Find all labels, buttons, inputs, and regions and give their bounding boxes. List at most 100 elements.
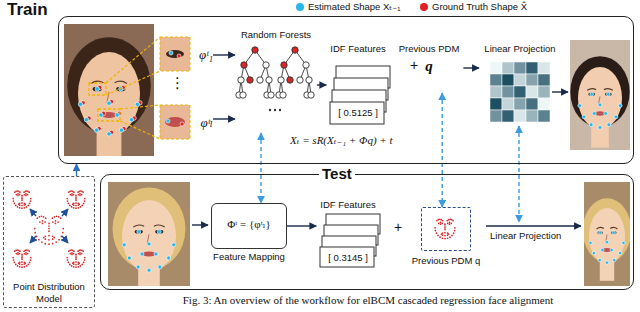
shape-point (73, 253, 75, 255)
estimated-landmark (107, 101, 111, 105)
estimated-landmark (154, 252, 158, 256)
plus-sign-holder: + (394, 219, 402, 236)
legend-item: Estimated Shape Xₜ₋₁ (296, 1, 400, 12)
shape-point (440, 223, 442, 225)
node-text: Linear Projection (484, 43, 555, 54)
legend-swatch (296, 3, 304, 11)
matrix-cell (490, 74, 502, 86)
estimated-landmark (589, 241, 592, 244)
tree-node (240, 92, 246, 98)
shape-point (44, 235, 46, 237)
matrix-cell (526, 98, 538, 110)
matrix-cell (526, 74, 538, 86)
shape-point (68, 262, 70, 264)
shape-point (75, 261, 77, 263)
matrix-cell (502, 74, 514, 86)
shape-point (83, 262, 85, 264)
shape-point (19, 261, 21, 263)
eye (166, 50, 184, 58)
tree-node (266, 77, 272, 83)
shape-point (436, 232, 438, 234)
shape-point (75, 196, 77, 198)
matrix-cell (538, 62, 550, 74)
shape-point (17, 252, 19, 254)
shape-point (84, 200, 86, 202)
shape-point (67, 200, 69, 202)
shape-point (58, 216, 60, 218)
arrow-line (30, 236, 36, 243)
shape-point (71, 265, 73, 267)
matrix-cell (490, 98, 502, 110)
pdm-shape-box: Previous PDM q (421, 207, 471, 251)
decision-tree (236, 47, 274, 98)
matrix-cell (538, 98, 550, 110)
face-skin (589, 208, 625, 264)
estimated-landmark (582, 115, 586, 119)
estimated-landmark (578, 104, 582, 108)
shape-model (12, 249, 31, 268)
tree-node (278, 77, 284, 83)
shape-point (39, 221, 41, 223)
shape-point (434, 227, 436, 229)
shape-model (66, 249, 85, 268)
tree-node (308, 92, 314, 98)
image-patch (160, 37, 190, 139)
shape-point (21, 195, 23, 197)
connector (260, 133, 261, 203)
patch-box: φᵗₗ (161, 105, 213, 141)
tree-node (238, 77, 244, 83)
feature-stack: IDF Features[ 0.5125 ] (326, 43, 389, 127)
estimated-landmark (99, 113, 103, 117)
shape-point (448, 219, 450, 221)
shape-point (42, 220, 44, 222)
estimated-landmark (107, 132, 111, 136)
matrix-cell (538, 86, 550, 98)
shape-point (27, 205, 29, 207)
shape-point (75, 199, 77, 201)
estimated-landmark (612, 231, 615, 234)
estimated-landmark (590, 92, 594, 96)
node-text: q (425, 57, 433, 75)
shape-point (75, 195, 77, 197)
shape-point (25, 254, 27, 256)
shape-point (75, 205, 77, 207)
matrix-cell (502, 62, 514, 74)
estimated-landmark (172, 243, 176, 247)
shape-point (56, 215, 58, 217)
shape-point (12, 257, 14, 259)
shape-point (19, 202, 21, 204)
shape-point (19, 204, 21, 206)
shape-point (449, 222, 451, 224)
shape-point (440, 222, 442, 224)
shape-point (73, 266, 75, 268)
matrix-cell (490, 62, 502, 74)
shape-point (80, 206, 82, 208)
shape-point (16, 194, 18, 196)
shape-point (23, 191, 25, 193)
patch-guide (120, 121, 160, 139)
face-photo (584, 182, 630, 286)
truth-landmark (177, 54, 181, 58)
shape-point (17, 206, 19, 208)
shape-point (84, 259, 86, 261)
eye (597, 231, 602, 234)
patch-box: φᵗ₁ (161, 37, 213, 73)
tree-node (303, 62, 309, 68)
pdm-param: Previous PDMq (395, 43, 464, 93)
shape-point (17, 193, 19, 195)
shape-point (70, 253, 72, 255)
shape-point (25, 193, 27, 195)
node-text: Previous PDM q (412, 255, 481, 266)
face-skin (122, 200, 176, 272)
shape-point (44, 238, 46, 240)
connector (213, 118, 235, 119)
shape-model (66, 190, 85, 209)
caption-holder: Fig. 3: An overview of the workflow for … (98, 294, 638, 307)
legend-swatch (420, 3, 428, 11)
photo-ground (108, 182, 190, 286)
shape-point (77, 202, 79, 204)
matrix-cell (514, 110, 526, 122)
estimated-landmark (589, 123, 593, 127)
shape-point (75, 202, 77, 204)
shape-point (66, 257, 68, 259)
